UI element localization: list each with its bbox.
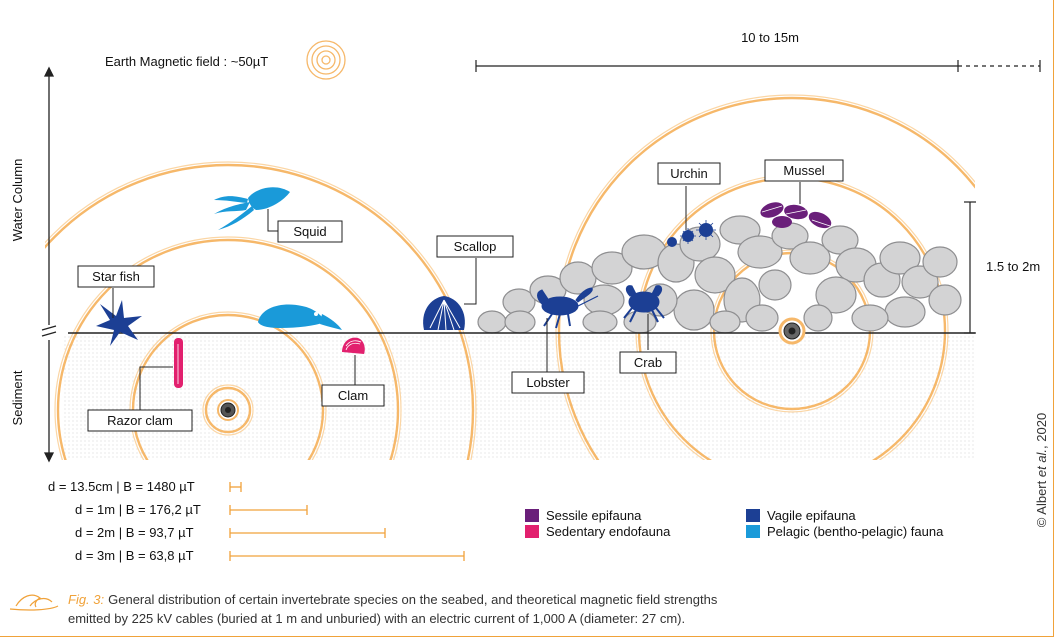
distance-scale: d = 13.5cm | B = 1480 µT d = 1m | B = 17… [48,479,465,563]
sediment-label: Sediment [10,370,25,425]
distance-label-1: d = 13.5cm | B = 1480 µT [48,479,195,494]
urchin-icon [667,220,716,247]
earth-field-icon [306,40,346,80]
mussel-label: Mussel [783,163,824,178]
caption-line-1: Fig. 3:General distribution of certain i… [68,592,718,607]
cable-unburied [778,317,806,345]
legend-label-sessile: Sessile epifauna [546,508,642,523]
earth-field-label: Earth Magnetic field : ~50µT [105,54,268,69]
wave-logo-icon [9,594,59,611]
lobster-icon [537,287,599,329]
squid-leader [267,209,278,232]
clam-label: Clam [338,388,368,403]
legend-swatch-sessile [525,509,539,522]
sediment-area [62,334,975,460]
clam-icon [342,337,365,354]
razor-clam-icon [174,338,183,388]
legend-label-sedentary: Sedentary endofauna [546,524,671,539]
lobster-label: Lobster [526,375,570,390]
scallop-label-box [436,235,514,258]
lobster-label-box [511,371,585,394]
squid-label-box [277,220,343,243]
ring-buried-3 [56,238,400,460]
distance-label-3: d = 2m | B = 93,7 µT [75,525,194,540]
span-label: 10 to 15m [741,30,799,45]
legend: Sessile epifauna Sedentary endofauna Vag… [525,508,944,539]
scallop-label: Scallop [454,239,497,254]
crab-label: Crab [634,355,662,370]
starfish-label-box [77,265,155,288]
height-measure [964,201,976,334]
razor-clam-leader [139,366,173,410]
legend-swatch-sedentary [525,525,539,538]
crab-label-box [619,351,677,374]
crab-icon [623,285,665,323]
mussel-label-box [764,159,844,182]
water-column-label: Water Column [10,159,25,242]
legend-label-pelagic: Pelagic (bentho-pelagic) fauna [767,524,944,539]
credit: © Albert et al., 2020 [1034,413,1049,527]
cable-buried [217,399,239,421]
ring-buried-4 [45,163,475,460]
squid-label: Squid [293,224,326,239]
caption-line-2: emitted by 225 kV cables (buried at 1 m … [68,611,685,626]
vertical-axis [41,66,57,463]
ring-unburied-4 [557,96,975,460]
urchin-label: Urchin [670,166,708,181]
razor-clam-label: Razor clam [107,413,173,428]
distance-label-2: d = 1m | B = 176,2 µT [75,502,201,517]
legend-swatch-vagile [746,509,760,522]
distance-label-4: d = 3m | B = 63,8 µT [75,548,194,563]
urchin-label-box [657,162,721,185]
rock-pile [477,215,962,334]
starfish-icon [96,300,142,346]
scallop-leader [464,258,477,305]
scallop-icon [423,296,465,331]
ring-buried-1 [204,386,252,434]
legend-label-vagile: Vagile epifauna [767,508,856,523]
squid-icon [214,187,290,230]
height-label: 1.5 to 2m [986,259,1040,274]
starfish-label: Star fish [92,269,140,284]
cuttlefish-icon [258,304,342,330]
clam-label-box [321,384,385,407]
razor-clam-label-box [87,409,193,432]
legend-swatch-pelagic [746,525,760,538]
span-measure [475,60,1041,72]
mussel-icon [760,202,832,229]
